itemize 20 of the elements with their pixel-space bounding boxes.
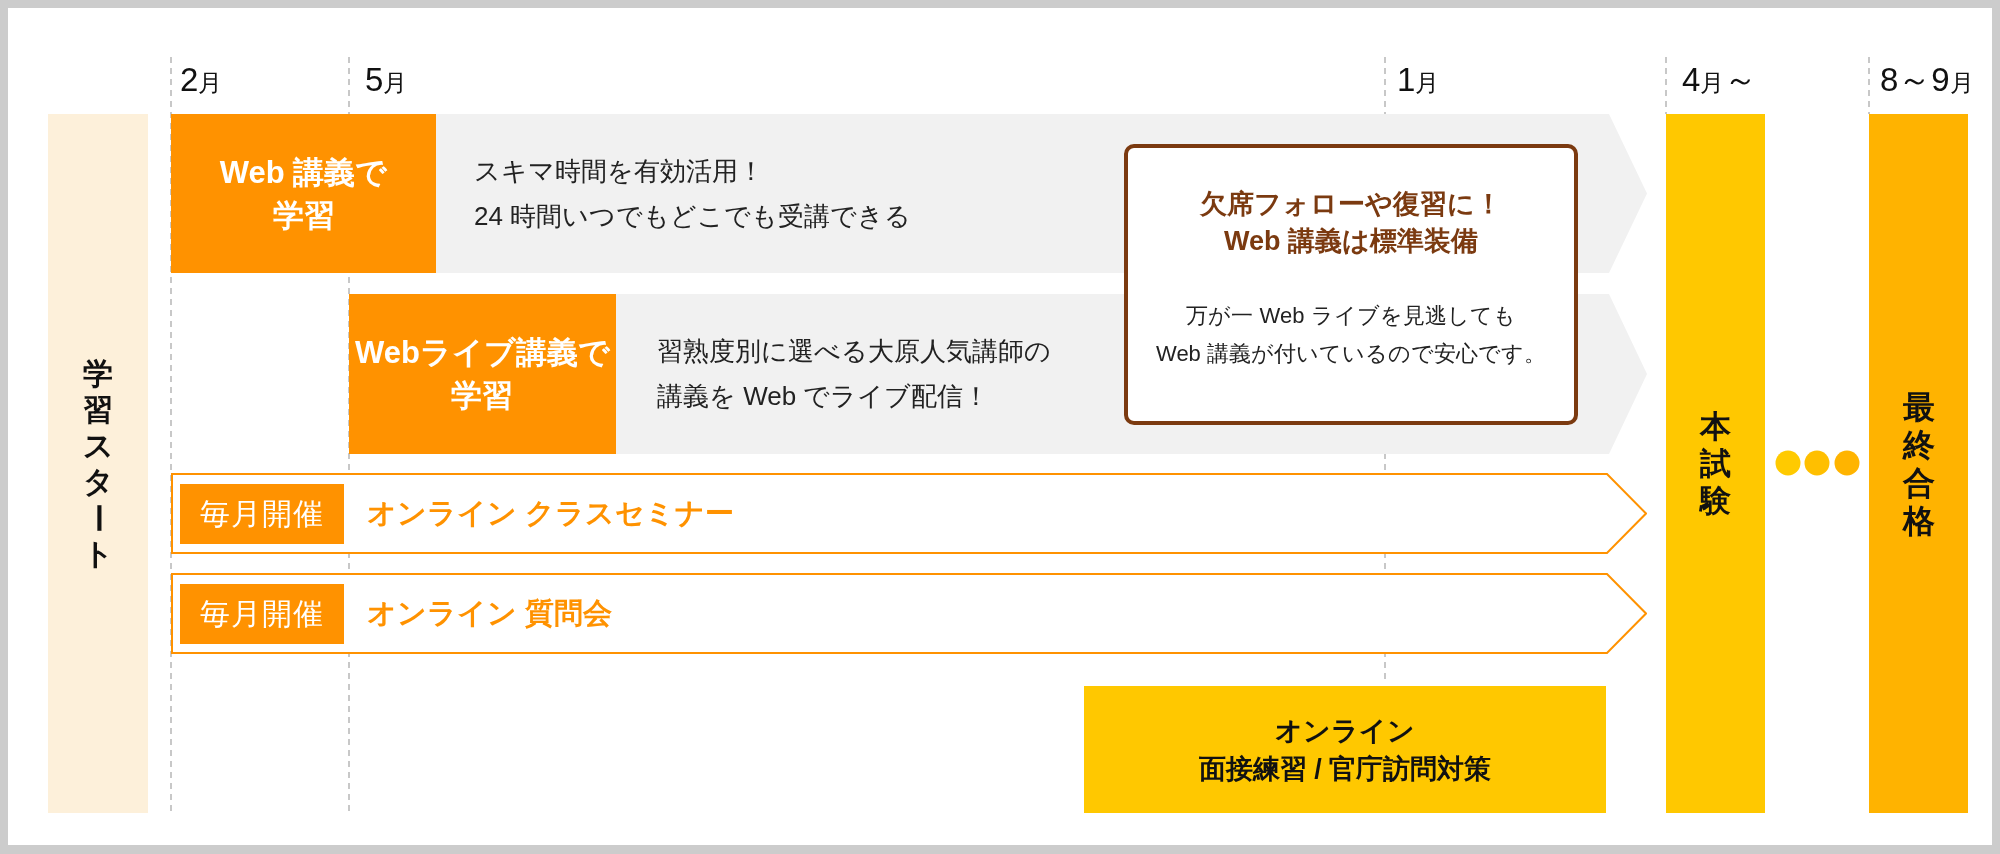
callout-title: 欠席フォローや復習に！Web 講義は標準装備 — [1200, 188, 1502, 258]
stage-bar: 本試験 — [1666, 114, 1765, 813]
month-label: 2月 — [180, 60, 223, 100]
arrow-text: 習熟度別に選べる大原人気講師の講義を Web でライブ配信！ — [657, 335, 1051, 413]
month-label: 5月 — [365, 60, 408, 100]
arrow-text: オンライン クラスセミナー — [367, 495, 735, 531]
month-label: 4月～ — [1682, 60, 1758, 100]
title-box: Webライブ講義で学習 — [349, 294, 616, 454]
month-label: 1月 — [1397, 60, 1440, 100]
stage-bar: 最終合格 — [1869, 114, 1968, 813]
month-label: 8～9月 — [1880, 60, 1974, 100]
tag: 毎月開催 — [180, 484, 344, 544]
stage-bar: 学習スタート — [48, 114, 148, 813]
callout-box — [1124, 144, 1578, 425]
arrow-text: オンライン 質問会 — [367, 595, 613, 631]
arrow-text: スキマ時間を有効活用！24 時間いつでもどこでも受講できる — [474, 154, 912, 233]
title-box: Web 講義で学習 — [171, 114, 436, 273]
callout-text: 万が一 Web ライブを見逃してもWeb 講義が付いているので安心です。 — [1156, 302, 1546, 368]
tag: 毎月開催 — [180, 584, 344, 644]
info-box: オンライン面接練習 / 官庁訪問対策 — [1084, 686, 1606, 813]
